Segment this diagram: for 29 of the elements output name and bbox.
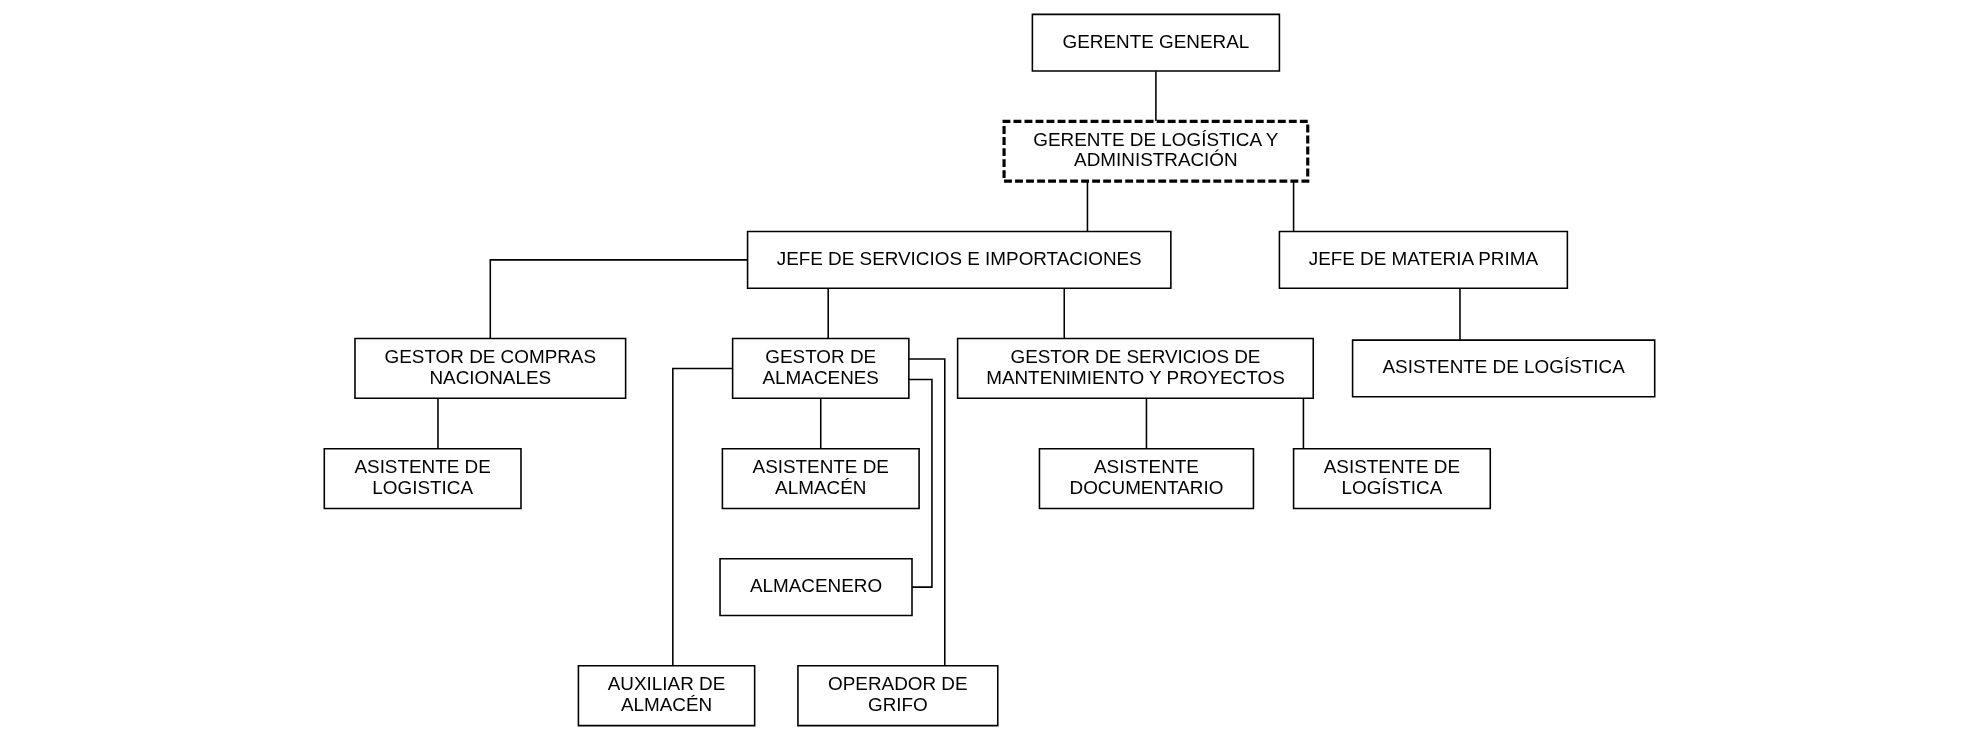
node-box: GERENTE GENERAL — [1031, 13, 1281, 72]
node-box: ASISTENTE DE LOGÍSTICA — [1351, 339, 1656, 398]
connector — [1302, 397, 1305, 450]
connector — [819, 397, 822, 450]
node-box: ASISTENTE DE LOGISTICA — [323, 447, 522, 510]
node-box: ASISTENTE DE ALMACÉN — [721, 447, 920, 510]
node-box: OPERADOR DE GRIFO — [797, 665, 999, 727]
connector — [1063, 287, 1066, 339]
node-box: ALMACENERO — [719, 558, 913, 617]
connector — [1086, 180, 1089, 233]
node-box: GESTOR DE COMPRAS NACIONALES — [354, 337, 627, 400]
node-box: ASISTENTE DE LOGÍSTICA — [1292, 447, 1492, 510]
node-box: GESTOR DE ALMACENES — [731, 337, 910, 400]
node-box: JEFE DE SERVICIOS E IMPORTACIONES — [746, 230, 1172, 289]
connector — [672, 367, 734, 667]
connector — [827, 287, 829, 339]
connector — [908, 378, 933, 588]
node-box: GERENTE DE LOGÍSTICA Y ADMINISTRACIÓN — [1002, 119, 1310, 183]
connector — [489, 259, 749, 339]
node-box: AUXILIAR DE ALMACÉN — [577, 665, 756, 727]
connector — [1155, 70, 1157, 122]
connector — [437, 397, 439, 450]
node-box: GESTOR DE SERVICIOS DE MANTENIMIENTO Y PROYECTOS — [956, 337, 1315, 400]
connector — [1459, 287, 1461, 341]
connector — [1145, 397, 1148, 450]
connector — [908, 358, 946, 667]
connector — [1292, 180, 1295, 233]
node-box: JEFE DE MATERIA PRIMA — [1278, 230, 1569, 289]
node-box: ASISTENTE DOCUMENTARIO — [1038, 447, 1255, 510]
